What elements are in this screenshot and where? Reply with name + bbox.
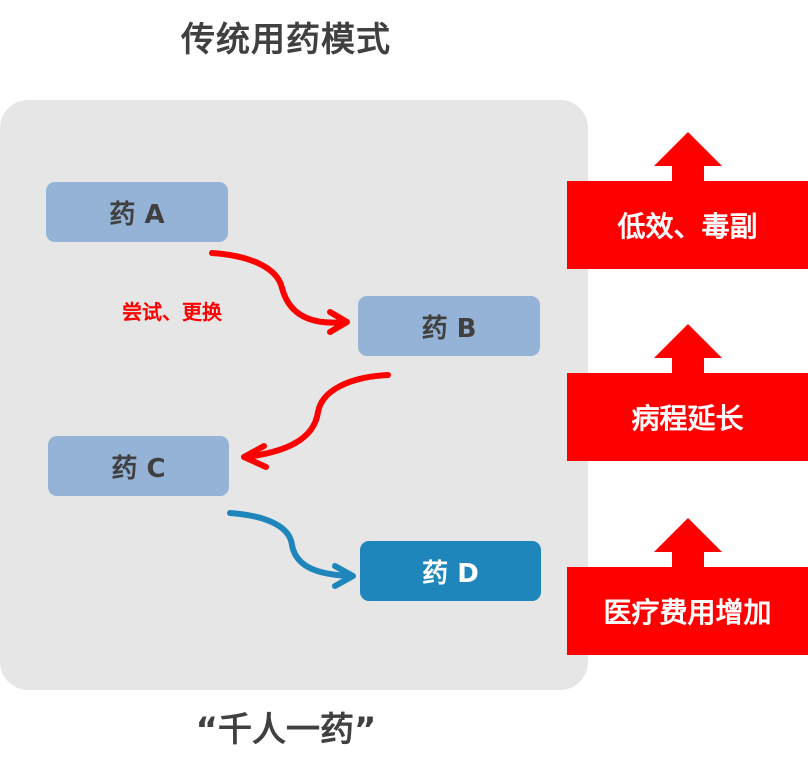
- up-arrow-icon: [654, 324, 722, 374]
- drug-a-box: 药 A: [46, 182, 228, 242]
- up-arrow-icon: [654, 518, 722, 568]
- diagram-title: 传统用药模式: [181, 20, 391, 60]
- drug-b-box: 药 B: [358, 296, 540, 356]
- effect-increased-medical-cost: 医疗费用增加: [567, 567, 808, 655]
- effect-low-efficacy-toxicity: 低效、毒副: [567, 181, 808, 269]
- effect-prolonged-illness: 病程延长: [567, 373, 808, 461]
- up-arrow-icon: [654, 132, 722, 182]
- try-switch-label: 尝试、更换: [122, 300, 222, 324]
- one-drug-for-all-caption: “千人一药”: [195, 710, 377, 750]
- drug-d-box: 药 D: [360, 541, 541, 601]
- drug-c-box: 药 C: [48, 436, 229, 496]
